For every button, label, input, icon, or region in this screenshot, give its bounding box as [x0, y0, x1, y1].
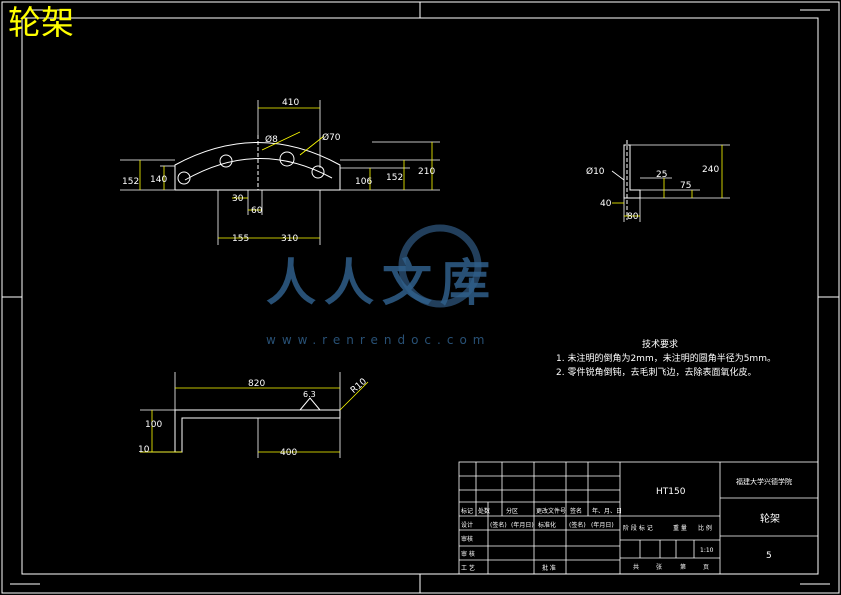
tb-scale: 1:10: [700, 547, 714, 554]
watermark-url: www.renrendoc.com: [266, 333, 490, 347]
dim-410: 410: [282, 98, 299, 108]
hole-d70: [279, 151, 295, 167]
tb-design-5: (年月日): [591, 521, 614, 529]
dim-140: 140: [150, 175, 167, 185]
dim-152-right: 152: [386, 173, 403, 183]
dim-plan-100: 100: [145, 420, 162, 430]
dim-d8: Ø8: [265, 134, 278, 145]
tb-header-5: 年、月、日: [592, 507, 622, 515]
tb-design-0: 设计: [461, 521, 473, 529]
dim-side-25: 25: [656, 170, 667, 180]
title-block: [458, 461, 819, 575]
tb-stage-2: 比 例: [698, 524, 712, 532]
dim-60: 60: [251, 206, 263, 216]
side-view: Ø10 25 75 240 40 80: [586, 140, 730, 222]
tb-part-name: 轮架: [760, 512, 780, 525]
tb-design-1: (签名): [490, 521, 507, 529]
dim-side-240: 240: [702, 165, 719, 175]
drawing-title: 轮架: [8, 3, 74, 42]
dim-side-d10: Ø10: [586, 166, 605, 177]
tb-approve: 批 准: [542, 564, 556, 572]
front-view: 410 Ø8 Ø70 152 140 106 152 210 30 60 155…: [120, 98, 440, 245]
dim-106: 106: [355, 177, 372, 187]
roughness-63: 6.3: [303, 390, 316, 399]
dim-plan-r10: R10: [349, 377, 369, 396]
tb-check: 审核: [461, 535, 473, 543]
dim-side-80: 80: [627, 212, 639, 222]
tb-header-3: 更改文件号: [536, 507, 566, 515]
tb-sheet-3: 页: [703, 564, 709, 571]
title-block-text: 标记 处数 分区 更改文件号 签名 年、月、日 设计 (签名) (年月日) 标准…: [461, 477, 792, 572]
tb-sheet-0: 共: [633, 563, 639, 571]
hole-d8: [219, 154, 233, 168]
dim-d70: Ø70: [322, 132, 341, 143]
dim-plan-820: 820: [248, 379, 265, 389]
tb-header-1: 处数: [478, 507, 490, 515]
tb-header-4: 签名: [570, 507, 582, 515]
tb-sheet-1: 张: [656, 563, 662, 571]
dim-152-left: 152: [122, 177, 139, 187]
dim-30: 30: [232, 194, 244, 204]
tech-line-1: 1. 未注明的倒角为2mm，未注明的圆角半径为5mm。: [556, 354, 776, 364]
tb-design-3: 标准化: [538, 521, 556, 529]
tb-school: 福建大学兴德学院: [736, 477, 792, 486]
watermark: 人人文库 www.renrendoc.com: [262, 222, 562, 352]
dim-side-40: 40: [600, 199, 612, 209]
dim-210: 210: [418, 167, 435, 177]
watermark-logo-icon: [398, 224, 482, 308]
tb-design-4: (签名): [569, 521, 586, 529]
tb-stage-0: 阶 段 标 记: [623, 524, 653, 532]
tb-stage-1: 重 量: [673, 524, 687, 532]
tb-header-0: 标记: [461, 507, 473, 515]
dim-side-75: 75: [680, 181, 691, 191]
tb-review: 审 核: [461, 550, 475, 558]
tech-title: 技术要求: [642, 340, 679, 350]
plan-view: 820 100 10 400 6.3 R10: [138, 372, 369, 458]
tb-sheet: 5: [766, 551, 772, 561]
tb-design-2: (年月日): [511, 521, 534, 529]
tb-craft: 工 艺: [461, 564, 475, 572]
dim-plan-10: 10: [138, 445, 150, 455]
tb-material: HT150: [656, 487, 686, 497]
dim-310: 310: [281, 234, 298, 244]
dim-plan-400: 400: [280, 448, 297, 458]
dim-155: 155: [232, 234, 249, 244]
technical-requirements: 技术要求 1. 未注明的倒角为2mm，未注明的圆角半径为5mm。 2. 零件锐角…: [556, 338, 776, 380]
tech-line-2: 2. 零件锐角倒钝，去毛刺飞边，去除表面氧化皮。: [556, 368, 757, 378]
tb-header-2: 分区: [506, 507, 518, 515]
watermark-brand: 人人文库: [266, 254, 498, 312]
tb-sheet-2: 第: [680, 563, 686, 571]
